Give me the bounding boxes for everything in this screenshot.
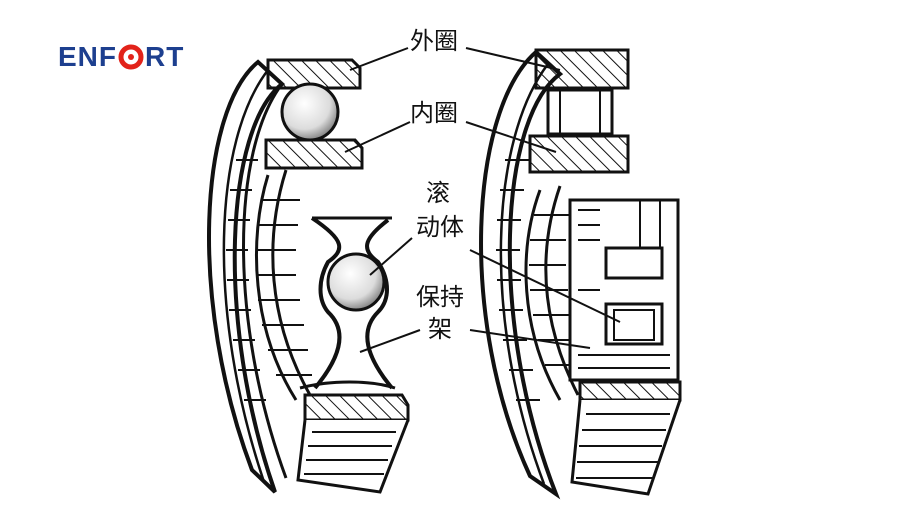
label-rolling-element-1: 滚 — [426, 179, 450, 207]
leader-outer-right — [465, 47, 561, 71]
label-cage-1: 保持 — [416, 283, 464, 311]
ball-bearing-inner-ring-section — [264, 138, 364, 170]
roller-bearing — [479, 48, 682, 500]
ball-bearing-outer-ring-section — [266, 58, 362, 90]
label-rolling-element-2: 动体 — [416, 213, 464, 241]
logo-text-left: ENF — [58, 41, 117, 72]
label-cage-2: 架 — [428, 315, 452, 343]
leader-inner-right — [465, 121, 557, 153]
label-outer-ring: 外圈 — [410, 27, 458, 55]
logo-text-right: RT — [145, 41, 185, 72]
ball-bearing-outer-ring — [207, 59, 286, 494]
roller-bearing-middle-roller — [613, 309, 655, 341]
leader-rolling-right — [469, 249, 621, 323]
roller-bearing-top-roller — [546, 88, 614, 136]
roller-bearing-inner-ring-section — [528, 134, 630, 174]
ball-bearing-cage — [310, 216, 342, 390]
ball-bearing-top-ball — [280, 82, 340, 142]
leader-rolling-left — [369, 237, 413, 276]
leader-lines — [344, 47, 621, 353]
leader-cage-right — [469, 329, 591, 349]
roller-bearing-outer-ring — [479, 49, 564, 500]
leader-cage-left — [359, 329, 421, 353]
ball-bearing — [207, 58, 410, 494]
label-inner-ring: 内圈 — [410, 99, 458, 127]
leader-inner-left — [344, 121, 411, 153]
ball-bearing-middle-ball — [326, 252, 386, 312]
roller-bearing-bottom-section — [578, 380, 682, 402]
logo-o-icon — [118, 44, 144, 70]
roller-bearing-outer-ring-section — [534, 48, 630, 90]
leader-outer-left — [349, 47, 409, 71]
ball-bearing-bottom-section — [303, 393, 410, 422]
enfort-logo: ENF RT — [58, 40, 184, 74]
